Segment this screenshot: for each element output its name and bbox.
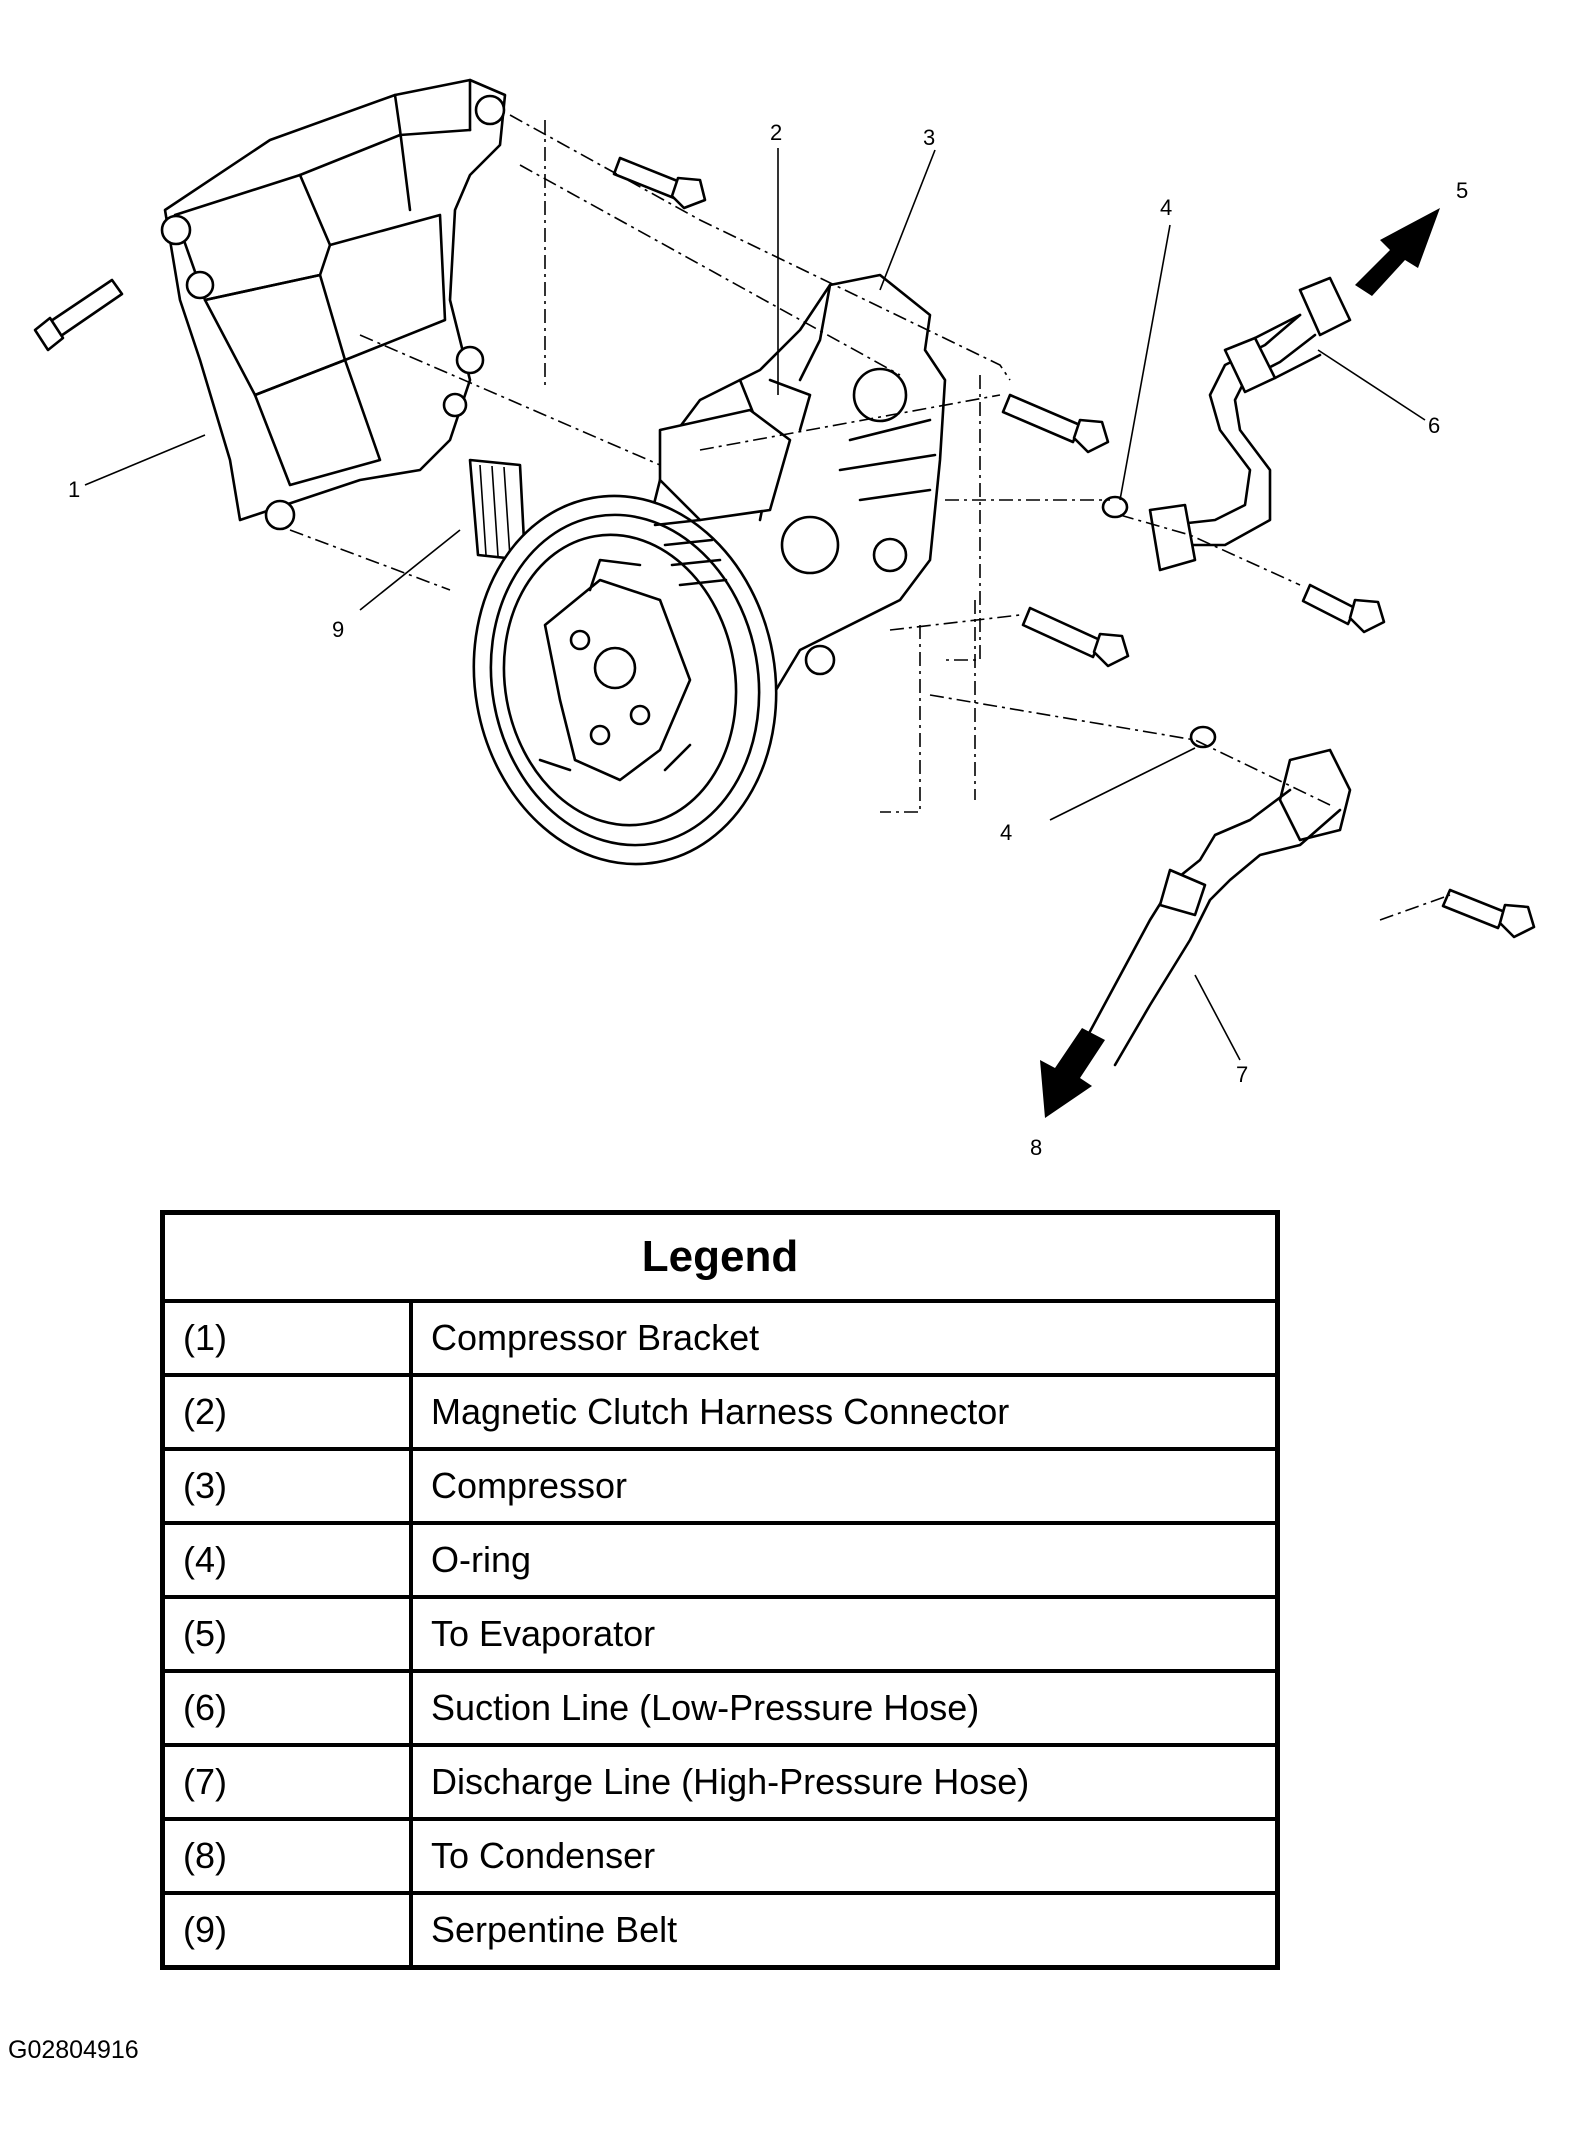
callout-8: 8 [1030,1135,1042,1160]
discharge-line-bolt [1441,888,1536,939]
suction-line-bolt [1301,583,1386,634]
compressor-exploded-diagram: 1 2 3 4 4 5 6 7 8 9 [33,78,1536,1160]
legend-row: (1)Compressor Bracket [160,1299,1280,1377]
legend-header-row: Legend [160,1210,1280,1303]
legend-row-number: (9) [160,1891,413,1970]
legend-row: (3)Compressor [160,1447,1280,1525]
legend-row: (2)Magnetic Clutch Harness Connector [160,1373,1280,1451]
callout-5: 5 [1456,178,1468,203]
legend-row-number: (7) [160,1743,413,1821]
legend-row: (9)Serpentine Belt [160,1891,1280,1970]
compressor-bolt-upper [1001,393,1110,454]
legend-row-label: Serpentine Belt [409,1891,1280,1970]
legend-row: (4)O-ring [160,1521,1280,1599]
legend-row: (6)Suction Line (Low-Pressure Hose) [160,1669,1280,1747]
to-condenser-arrow [1040,1028,1105,1118]
callout-7: 7 [1236,1062,1248,1087]
compressor-bolt-lower [1021,606,1130,668]
legend-row-label: Suction Line (Low-Pressure Hose) [409,1669,1280,1747]
legend-row-number: (6) [160,1669,413,1747]
figure-id: G02804916 [8,2036,139,2064]
legend-row-label: O-ring [409,1521,1280,1599]
legend-row-label: Magnetic Clutch Harness Connector [409,1373,1280,1451]
legend-row-label: Discharge Line (High-Pressure Hose) [409,1743,1280,1821]
callout-4-upper: 4 [1160,195,1172,220]
legend-row: (7)Discharge Line (High-Pressure Hose) [160,1743,1280,1821]
compressor-bracket [160,78,507,531]
bracket-bolt-left [33,278,124,352]
legend-row-number: (2) [160,1373,413,1451]
legend-row-label: To Evaporator [409,1595,1280,1673]
discharge-line [1078,748,1352,1067]
legend-row: (5)To Evaporator [160,1595,1280,1673]
clutch-pulley [472,494,778,866]
o-ring-upper [1101,495,1129,519]
callout-3: 3 [923,125,935,150]
callout-1: 1 [68,477,80,502]
legend-row-label: Compressor [409,1447,1280,1525]
to-evaporator-arrow [1355,208,1440,296]
o-ring-lower [1189,725,1217,749]
callout-9: 9 [332,617,344,642]
bracket-bolt-top [612,156,707,210]
legend-row-number: (5) [160,1595,413,1673]
legend-row-label: Compressor Bracket [409,1299,1280,1377]
legend-row-number: (3) [160,1447,413,1525]
callout-4-lower: 4 [1000,820,1012,845]
legend-row: (8)To Condenser [160,1817,1280,1895]
alignment-lines [289,114,1451,921]
legend-row-number: (8) [160,1817,413,1895]
legend-row-label: To Condenser [409,1817,1280,1895]
suction-line [1148,276,1352,572]
leader-lines [84,148,1426,1061]
legend-table: Legend (1)Compressor Bracket (2)Magnetic… [160,1210,1280,1970]
callout-2: 2 [770,120,782,145]
legend-title: Legend [160,1210,1280,1303]
legend-row-number: (4) [160,1521,413,1599]
legend-row-number: (1) [160,1299,413,1377]
callout-6: 6 [1428,413,1440,438]
